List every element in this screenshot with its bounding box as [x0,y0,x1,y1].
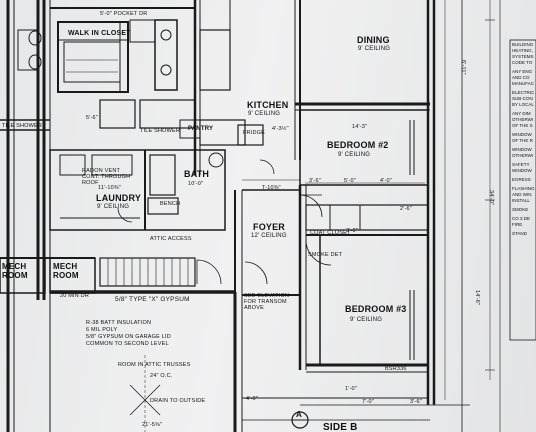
smoke-detector-label: SMOKE DET [308,252,343,258]
bedroom-3-label: BEDROOM #3 [345,304,407,314]
foyer-ceiling-label: 12' CEILING [251,233,287,239]
dim-laundry: 11'-10⅜" [98,185,121,191]
dim-upper-right: 6'-11" [460,60,466,75]
dim-a2: 5'-0" [344,178,356,184]
general-note-line: AND CO [512,75,530,80]
truss-spacing-label: 24" O.C. [150,373,173,379]
dining-label: DINING [357,35,390,45]
attic-note-line: 5/8" GYPSUM ON GARAGE LID [86,334,171,340]
mech-room-left-label: MECH ROOM [2,262,28,280]
dim-bottom-7: 7'-0" [362,399,374,405]
dim-foyer-top: T-10⅜" [262,185,281,191]
general-note-line: OF THE S [512,123,533,128]
attic-note-line: COMMON TO SECOND LEVEL [86,341,169,347]
general-note-line: AND WIN [512,192,532,197]
side-b-title: SIDE B [323,422,358,432]
radon-vent-label: RADON VENT CONT. THROUGH ROOF [82,168,131,186]
general-note-line: SMOKE [512,207,529,212]
general-note-line: CO 3 DE [512,216,531,221]
general-note-line: ANY DIM [512,111,531,116]
dim-a3: 4'-0" [380,178,392,184]
attic-notes: R-38 BATT INSULATION 6 MIL POLY 5/8" GYP… [86,320,171,348]
general-note-line: SYSTEMS [512,54,534,59]
kitchen-ceiling-label: 9' CEILING [248,111,281,117]
general-note-line: HEATING, [512,48,533,53]
attic-access-label: ATTIC ACCESS [150,236,192,242]
attic-trusses-label: ROOM IN ATTIC TRUSSES [118,362,191,368]
laundry-ceiling-label: 9' CEILING [97,204,130,210]
general-note-line: OTHERWI [512,153,534,158]
general-note-line: FIRE [512,222,523,227]
general-note-line: CODE TO [512,60,533,65]
general-note-line: SAFETY [512,162,530,167]
dim-bottom-3-6: 3'-6" [410,399,422,405]
general-note-line: WINDOW [512,168,532,173]
dim-a1: 3'-6" [309,178,321,184]
general-notes-panel: BUILDING HEATING, SYSTEMS CODE TO ANY EN… [512,42,536,237]
laundry-label: LAUNDRY [96,193,142,203]
bsr-label: BSR336 [385,366,407,372]
general-note-line: OF THE R [512,138,533,143]
pantry-label: PANTRY [188,126,214,132]
mech-room-right-label: MECH ROOM [53,262,79,280]
fridge-label: FRIDGE [243,130,265,136]
attic-note-line: 6 MIL POLY [86,327,118,333]
general-note-line: BUILDING [512,42,534,47]
general-note-line: WINDOW [512,132,532,137]
general-note-line: FLASHING [512,186,535,191]
general-note-line: OTHERWI [512,117,534,122]
tile-shower-left-label: TILE SHOWER [2,123,43,129]
dim-overall-right: 34'-0" [488,190,494,206]
bench-label: BENCH [160,201,181,207]
general-note-line: STAND [512,231,527,236]
elevation-note-label: SEE ELEVATION FOR TRANSOM ABOVE [244,293,290,311]
gypsum-label: 5/8" TYPE "X" GYPSUM [115,296,190,303]
general-note-line: SUB-CON [512,96,533,101]
general-note-line: ELECTRIC [512,90,535,95]
bedroom-3-ceiling-label: 9' CEILING [350,317,383,323]
dim-bottom-4: 4'-0" [246,396,258,402]
general-note-line: ANY ENG [512,69,533,74]
drain-label: DRAIN TO OUTSIDE [150,398,206,404]
dim-a6: 5'-6" [86,115,98,121]
coat-closet-label: COAT CLOSET [310,230,351,236]
tile-shower-right-label: TILE SHOWER [140,128,181,134]
general-note-line: WINDOW [512,147,532,152]
dim-lower-right: 14'-6" [474,290,480,306]
dim-a8: 4'-3½" [272,126,289,132]
general-note-line: EGRESS [512,177,531,182]
dim-a4: 2'-6" [400,206,412,212]
attic-note-line: R-38 BATT INSULATION [86,320,152,326]
pocket-door-label: 5'-0" POCKET DR [100,11,148,17]
bath-label: BATH [184,169,210,179]
general-note-line: BY LOCAL [512,102,534,107]
dim-a5: 3'-0" [346,228,358,234]
kitchen-label: KITCHEN [247,100,289,110]
section-marker-a: A [296,410,302,419]
bedroom-2-label: BEDROOM #2 [327,140,389,150]
dim-bedroom2-width: 14'-3" [352,124,368,130]
dim-bath: 10'-0" [188,181,204,187]
bedroom-2-ceiling-label: 9' CEILING [338,152,371,158]
foyer-label: FOYER [253,222,286,232]
dim-a7: 1'-0" [345,386,357,392]
dining-ceiling-label: 9' CEILING [358,46,391,52]
dim-bottom-garage: 21'-5⅝" [142,422,162,428]
fire-door-label: 20 MIN DR [60,293,89,299]
walk-in-closet-label: WALK IN CLOSET [68,30,131,37]
general-note-line: INSTALL [512,198,530,203]
general-note-line: MANUFAC [512,81,535,86]
